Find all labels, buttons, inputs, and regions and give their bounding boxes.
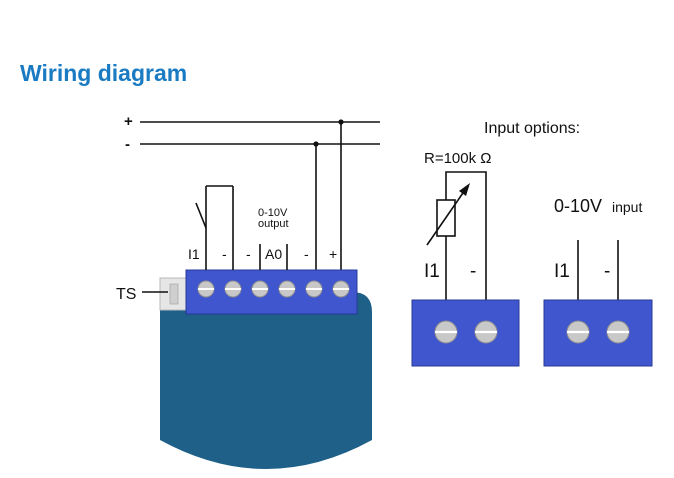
terminal-label-minus-3: - (304, 246, 309, 262)
screw-minus-3 (305, 280, 323, 298)
module: TS I1 - - A0 - + 0-10V output (116, 185, 372, 469)
ts-connector-slot (169, 283, 179, 305)
terminal-label-i1: I1 (188, 246, 200, 262)
bus-plus-label: + (124, 113, 133, 130)
resistor-value-label: R=100k Ω (424, 150, 492, 167)
voltage-terminal-block (543, 299, 653, 367)
screw-minus-2 (251, 280, 269, 298)
input-options-heading: Input options: (484, 120, 580, 137)
output-label-line2: output (258, 218, 289, 230)
screw-voltage-i1 (566, 320, 590, 344)
screw-i1 (197, 280, 215, 298)
bus-minus-label: - (125, 136, 130, 153)
resistor-terminal-label-i1: I1 (424, 261, 440, 282)
screw-plus (332, 280, 350, 298)
screw-resistor-i1 (434, 320, 458, 344)
screw-resistor-minus (474, 320, 498, 344)
resistor-terminal-label-minus: - (470, 261, 476, 282)
voltage-label-main: 0-10V (554, 196, 602, 216)
module-body (160, 292, 372, 469)
terminal-label-a0: A0 (265, 246, 282, 262)
screw-minus-1 (224, 280, 242, 298)
module-screws (197, 280, 350, 298)
terminal-label-minus-1: - (222, 246, 227, 262)
page-title: Wiring diagram (20, 60, 188, 86)
screw-voltage-minus (606, 320, 630, 344)
voltage-label-suffix: input (612, 199, 642, 215)
variable-arrow-shaft (426, 189, 466, 246)
screw-a0 (278, 280, 296, 298)
variable-arrow-head (459, 183, 470, 196)
terminal-label-plus: + (329, 246, 337, 262)
input-option-voltage: 0-10V input I1 - (543, 196, 653, 367)
power-bus: + - (124, 113, 380, 270)
terminal-label-minus-2: - (246, 246, 251, 262)
voltage-terminal-label-i1: I1 (554, 261, 570, 282)
module-terminal-block (185, 269, 358, 315)
switch-symbol (195, 185, 233, 229)
voltage-terminal-label-minus: - (604, 261, 610, 282)
ts-label: TS (116, 286, 136, 303)
output-label-line1: 0-10V (258, 207, 288, 219)
input-option-resistor: R=100k Ω I1 - (411, 150, 520, 367)
resistor-terminal-block (411, 299, 520, 367)
